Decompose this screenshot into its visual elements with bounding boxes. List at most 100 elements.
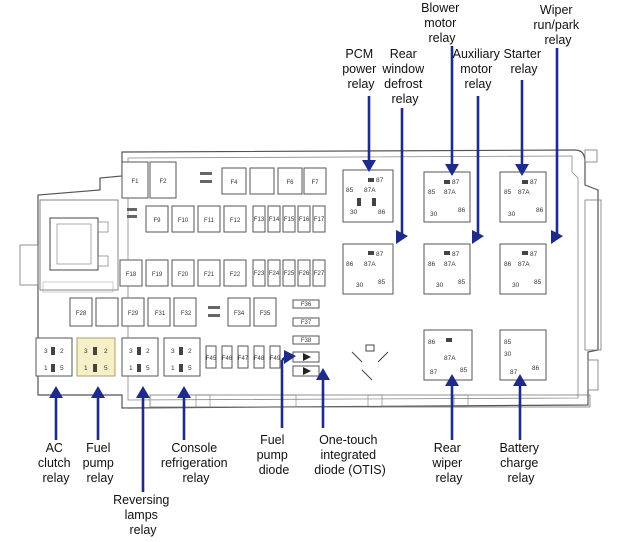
fuse-f9-label: F9 <box>153 218 161 224</box>
svg-text:85: 85 <box>504 339 512 346</box>
fuse-f10-label: F10 <box>178 218 189 224</box>
svg-text:86: 86 <box>346 261 354 268</box>
svg-text:87: 87 <box>530 179 538 186</box>
fuse-f25-label: F25 <box>284 271 295 277</box>
fuse-f2-label: F2 <box>159 179 167 185</box>
fuse-row-second: F9 F10 F11 F12 F13 F14 F15 F16 F17 <box>145 205 326 233</box>
pcm-power-relay-label: PCM power relay <box>342 47 380 91</box>
fuel-pump-diode-label: Fuel pump diode <box>257 433 292 477</box>
svg-text:5: 5 <box>60 365 64 372</box>
fuse-row-top-maxi: F1 F2 <box>121 161 212 218</box>
svg-text:86: 86 <box>428 339 436 346</box>
fuse-f16-label: F16 <box>299 217 310 223</box>
svg-text:30: 30 <box>350 209 358 216</box>
wiper-run-park-relay-label: Wiper run/park relay <box>533 3 582 47</box>
svg-text:1: 1 <box>129 365 133 372</box>
fuse-f11-label: F11 <box>204 218 215 224</box>
svg-text:87: 87 <box>510 369 518 376</box>
svg-text:87A: 87A <box>444 261 456 268</box>
svg-text:87A: 87A <box>444 355 456 362</box>
svg-text:86: 86 <box>458 207 466 214</box>
svg-text:30: 30 <box>430 211 438 218</box>
fuse-box-housing <box>19 149 602 409</box>
svg-text:85: 85 <box>378 279 386 286</box>
svg-text:87: 87 <box>430 369 438 376</box>
svg-text:86: 86 <box>378 209 386 216</box>
svg-text:85: 85 <box>458 279 466 286</box>
fuse-f21-label: F21 <box>204 272 215 278</box>
fuse-f18-label: F18 <box>126 272 137 278</box>
fuse-f49-label: F49 <box>270 356 281 362</box>
svg-text:1: 1 <box>44 365 48 372</box>
fuse-f13-label: F13 <box>254 217 265 223</box>
svg-text:30: 30 <box>356 282 364 289</box>
fuse-f35-label: F35 <box>260 311 271 317</box>
fuse-row-top: F4 F6 F7 <box>221 167 327 195</box>
fuse-f47-label: F47 <box>238 356 249 362</box>
fuse-f6-label: F6 <box>286 180 294 186</box>
fuse-f14-label: F14 <box>269 217 280 223</box>
svg-text:30: 30 <box>436 282 444 289</box>
svg-text:86: 86 <box>428 261 436 268</box>
fuse-f23-label: F23 <box>254 271 265 277</box>
svg-text:85: 85 <box>460 367 468 374</box>
callout-arrows <box>49 46 563 492</box>
fuse-f19-label: F19 <box>152 272 163 278</box>
diode-block: F36 F37 F38 <box>292 299 320 377</box>
fuse-f1-label: F1 <box>131 179 139 185</box>
iso-relay-grid: 87 85 87A 30 86 87 86 87A 30 85 87 85 87… <box>342 169 547 295</box>
fuse-f20-label: F20 <box>178 272 189 278</box>
svg-text:3: 3 <box>84 348 88 355</box>
fuse-f12-label: F12 <box>230 218 241 224</box>
auxiliary-motor-relay-label: Auxiliary motor relay <box>453 47 504 91</box>
svg-text:5: 5 <box>188 365 192 372</box>
svg-text:30: 30 <box>508 211 516 218</box>
svg-text:2: 2 <box>104 348 108 355</box>
ac-clutch-relay-label: AC clutch relay <box>38 441 74 485</box>
fuse-f28-label: F28 <box>76 311 87 317</box>
fuse-f24-label: F24 <box>269 271 280 277</box>
fuse-f26-label: F26 <box>299 271 310 277</box>
svg-text:85: 85 <box>346 187 354 194</box>
fuse-f7-label: F7 <box>311 180 319 186</box>
svg-text:3: 3 <box>129 348 133 355</box>
fuse-row-fourth: F28 F29 F31 F32 F34 F35 <box>69 297 277 327</box>
rear-window-defrost-relay-label: Rear window defrost relay <box>381 47 427 106</box>
fuse-f17-label: F17 <box>314 217 325 223</box>
svg-text:87A: 87A <box>518 189 530 196</box>
svg-text:87: 87 <box>452 251 460 258</box>
svg-text:3: 3 <box>44 348 48 355</box>
reversing-lamps-relay-label: Reversing lamps relay <box>113 493 173 537</box>
fuel-pump-relay-label: Fuel pump relay <box>83 441 118 485</box>
blower-motor-relay-label: Blower motor relay <box>421 1 463 45</box>
micro-relay-row: 3 2 1 5 3 2 1 5 3 2 1 5 3 2 1 5 <box>35 337 201 377</box>
svg-text:85: 85 <box>428 189 436 196</box>
fuse-f36-label: F36 <box>301 302 312 308</box>
svg-text:86: 86 <box>532 365 540 372</box>
fuse-row-small-bottom: F45 F46 F47 F48 F49 <box>205 345 281 369</box>
fuse-f34-label: F34 <box>234 311 245 317</box>
svg-text:30: 30 <box>504 351 512 358</box>
iso-relay-lower: 86 87A 87 85 85 86 87 30 <box>351 329 547 381</box>
starter-relay-label: Starter relay <box>504 47 545 76</box>
svg-text:85: 85 <box>534 279 542 286</box>
svg-text:87: 87 <box>452 179 460 186</box>
fuse-f38-label: F38 <box>301 338 312 344</box>
rear-wiper-relay-label: Rear wiper relay <box>431 441 465 485</box>
svg-text:85: 85 <box>504 189 512 196</box>
svg-text:87: 87 <box>376 177 384 184</box>
svg-text:87A: 87A <box>444 189 456 196</box>
svg-text:1: 1 <box>84 365 88 372</box>
svg-text:2: 2 <box>60 348 64 355</box>
svg-text:5: 5 <box>146 365 150 372</box>
fuse-f37-label: F37 <box>301 320 312 326</box>
svg-text:30: 30 <box>512 282 520 289</box>
fuse-f22-label: F22 <box>230 272 241 278</box>
console-refrigeration-relay-label: Console refrigeration relay <box>161 441 231 485</box>
svg-text:87A: 87A <box>518 261 530 268</box>
svg-text:87A: 87A <box>364 187 376 194</box>
svg-text:86: 86 <box>504 261 512 268</box>
fuse-f46-label: F46 <box>222 356 233 362</box>
